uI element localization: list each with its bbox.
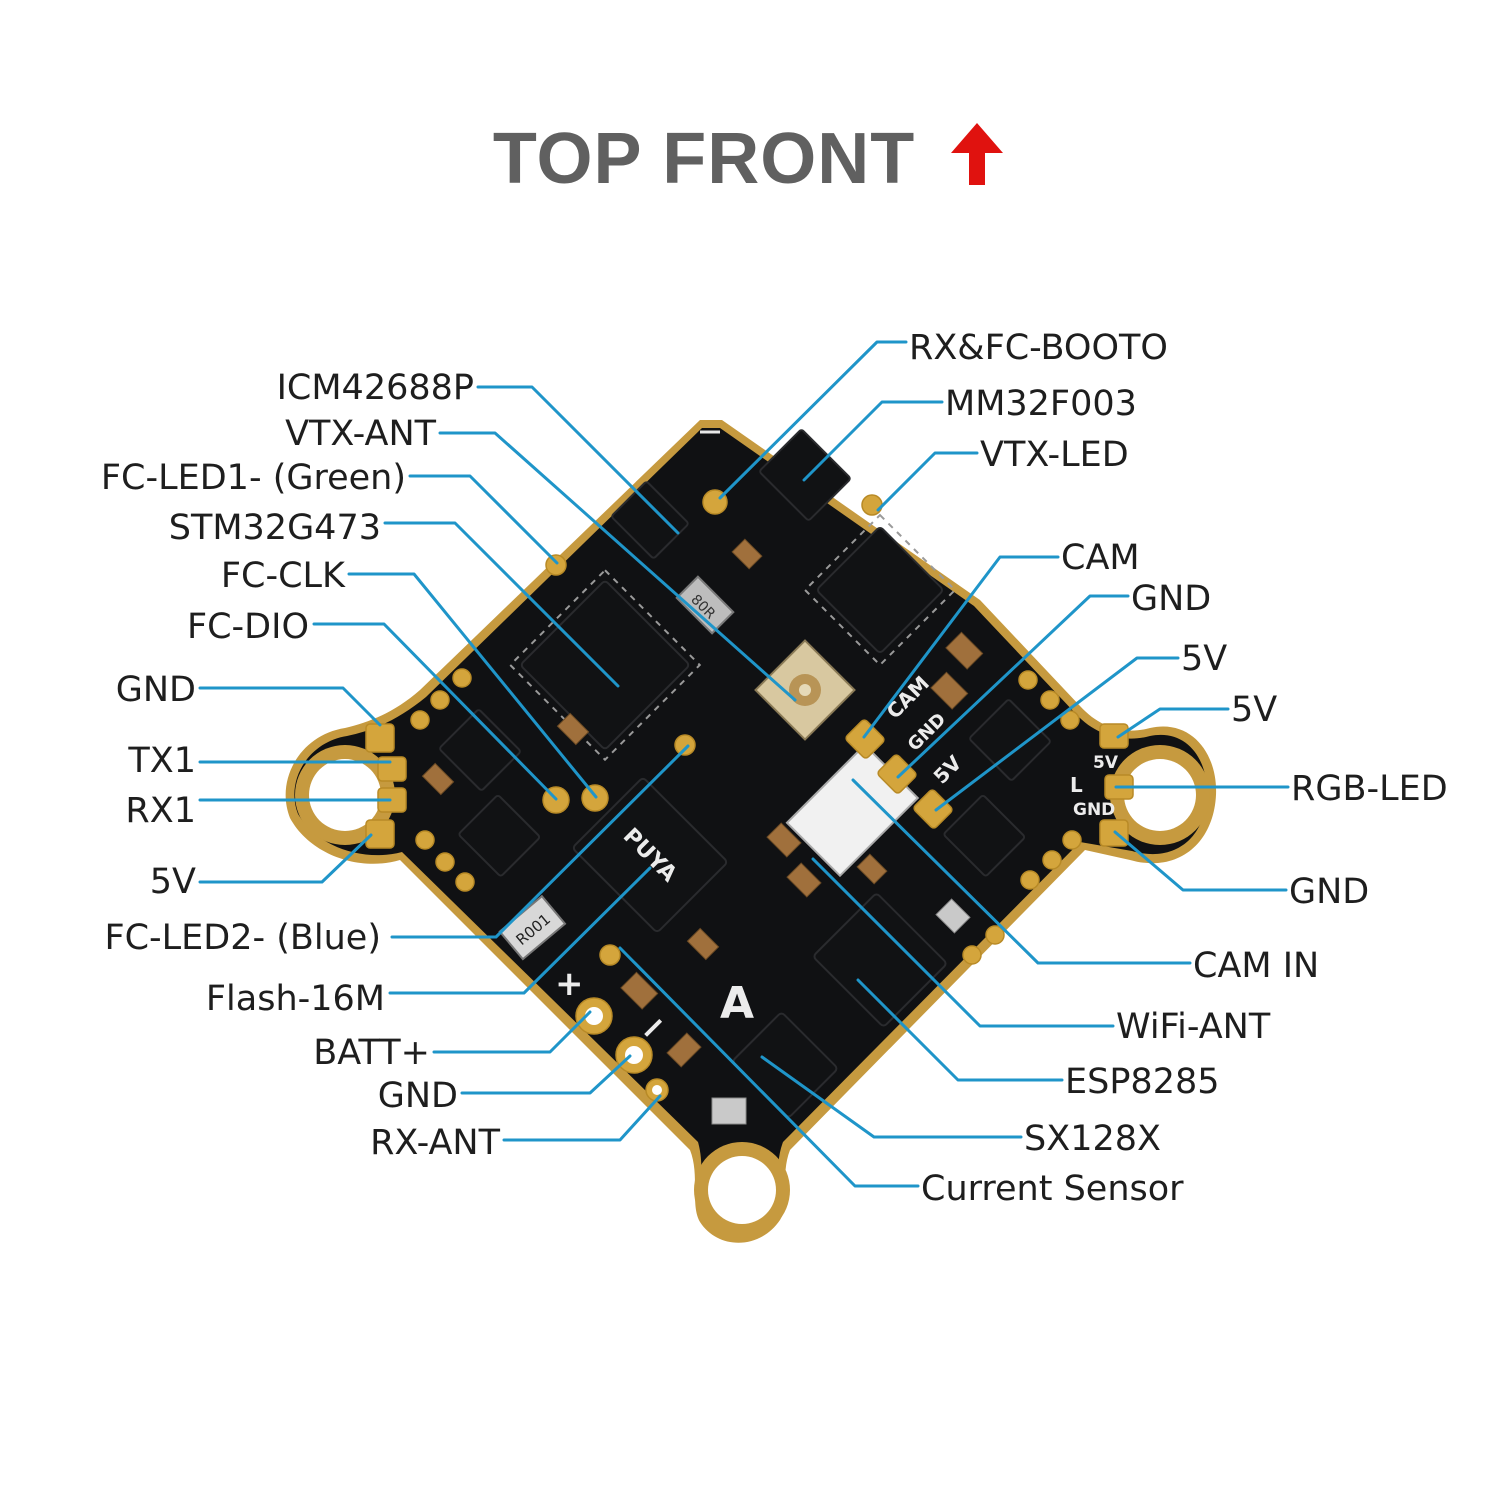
label-icm42688p: ICM42688P bbox=[277, 368, 474, 408]
cam-5v-pad bbox=[913, 789, 953, 829]
label-flash-16m: Flash-16M bbox=[206, 979, 385, 1019]
diagram-title: TOP FRONT bbox=[0, 118, 1500, 200]
label-rx-ant: RX-ANT bbox=[370, 1123, 501, 1163]
label-fc-dio: FC-DIO bbox=[187, 607, 309, 647]
title-text: TOP FRONT bbox=[492, 119, 916, 199]
label-gnd-rgb: GND bbox=[1289, 872, 1369, 912]
pcb-board: PUYA 80R R001 bbox=[285, 420, 1217, 1243]
label-5v-rgb: 5V bbox=[1231, 690, 1277, 730]
label-stm32g473: STM32G473 bbox=[169, 508, 381, 548]
crystal bbox=[675, 575, 735, 635]
silk-l: L bbox=[1070, 773, 1083, 797]
label-esp8285: ESP8285 bbox=[1065, 1062, 1220, 1102]
rgb-5v-pad bbox=[1099, 723, 1129, 749]
label-rx1: RX1 bbox=[125, 791, 196, 831]
silk-plus: + bbox=[555, 964, 584, 1004]
label-wifi-ant: WiFi-ANT bbox=[1116, 1007, 1271, 1047]
label-mm32f003: MM32F003 bbox=[945, 384, 1137, 424]
left-labels: ICM42688P VTX-ANT FC-LED1- (Green) STM32… bbox=[101, 368, 501, 1163]
cam-gnd-pad bbox=[877, 754, 917, 794]
leader-lines bbox=[198, 340, 1290, 1188]
label-cam-in: CAM IN bbox=[1193, 946, 1319, 986]
label-fc-led2: FC-LED2- (Blue) bbox=[104, 918, 381, 958]
label-tx1: TX1 bbox=[127, 741, 196, 781]
baro-chip bbox=[711, 1097, 747, 1125]
label-rx-fc-boot: RX&FC-BOOTO bbox=[909, 328, 1168, 368]
flash-chip bbox=[572, 777, 728, 933]
label-5v-left: 5V bbox=[150, 862, 196, 902]
imu-chip bbox=[611, 481, 689, 559]
label-fc-led1: FC-LED1- (Green) bbox=[101, 458, 406, 498]
silk-a: A bbox=[720, 978, 754, 1029]
label-fc-clk: FC-CLK bbox=[221, 556, 346, 596]
label-gnd-cam: GND bbox=[1131, 579, 1211, 619]
silk-5v-right: 5V bbox=[1093, 753, 1119, 773]
cam-pad bbox=[845, 719, 885, 759]
label-current-sensor: Current Sensor bbox=[921, 1169, 1184, 1209]
label-vtx-led: VTX-LED bbox=[980, 435, 1129, 475]
label-vtx-ant: VTX-ANT bbox=[285, 414, 437, 454]
label-cam: CAM bbox=[1061, 538, 1140, 578]
stm32-chip bbox=[520, 580, 690, 750]
right-labels: RX&FC-BOOTO MM32F003 VTX-LED CAM GND 5V … bbox=[909, 328, 1448, 1209]
vtx-chip bbox=[817, 527, 943, 653]
silk-gnd-right: GND bbox=[1073, 800, 1115, 820]
label-rgb-led: RGB-LED bbox=[1291, 769, 1448, 809]
esp-chip bbox=[813, 893, 947, 1027]
label-gnd-batt: GND bbox=[378, 1076, 458, 1116]
mm32-chip bbox=[759, 429, 851, 521]
label-sx128x: SX128X bbox=[1024, 1119, 1161, 1159]
label-batt-plus: BATT+ bbox=[313, 1033, 430, 1073]
solder-pads bbox=[365, 489, 1134, 1102]
label-5v-cam: 5V bbox=[1181, 639, 1227, 679]
up-arrow-icon bbox=[951, 123, 1004, 185]
label-gnd-left: GND bbox=[116, 670, 196, 710]
